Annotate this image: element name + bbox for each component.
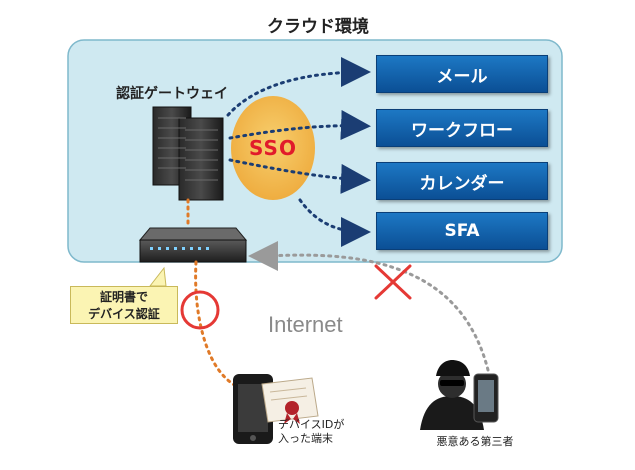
arrow-to-calendar (228, 158, 371, 194)
arrow-to-sfa (298, 198, 371, 247)
appliance-to-device-line (194, 260, 238, 388)
cloud-title: クラウド環境 (267, 17, 369, 37)
service-calendar: カレンダー (376, 162, 548, 200)
service-sfa: SFA (376, 212, 548, 250)
hacker-icon (420, 360, 499, 430)
attacker-to-appliance-line (248, 240, 490, 372)
server-rack-icon (152, 106, 224, 201)
gateway-label: 認証ゲートウェイ (116, 86, 228, 102)
service-workflow: ワークフロー (376, 109, 548, 147)
device-label-line-2: 入った端末 (278, 432, 333, 445)
callout-pointer (148, 266, 167, 287)
certificate-auth-callout: 証明書で デバイス認証 (70, 286, 178, 324)
allowed-circle-icon (180, 290, 220, 330)
callout-line-1: 証明書で (99, 290, 148, 304)
arrow-to-mail (226, 57, 371, 117)
blocked-x-icon (374, 264, 412, 300)
callout-line-2: デバイス認証 (88, 307, 160, 321)
certificate-icon (261, 377, 319, 424)
service-mail: メール (376, 55, 548, 93)
device-label: デバイスIDが 入った端末 (278, 418, 344, 446)
cloud-environment-box (67, 39, 563, 263)
arrow-to-workflow (228, 110, 371, 141)
device-label-line-1: デバイスIDが (278, 418, 345, 431)
attacker-label: 悪意ある第三者 (436, 435, 514, 448)
appliance-icon (138, 227, 248, 263)
sso-label: SSO (249, 136, 297, 160)
sso-bubble (231, 96, 315, 200)
internet-label: Internet (268, 312, 343, 337)
